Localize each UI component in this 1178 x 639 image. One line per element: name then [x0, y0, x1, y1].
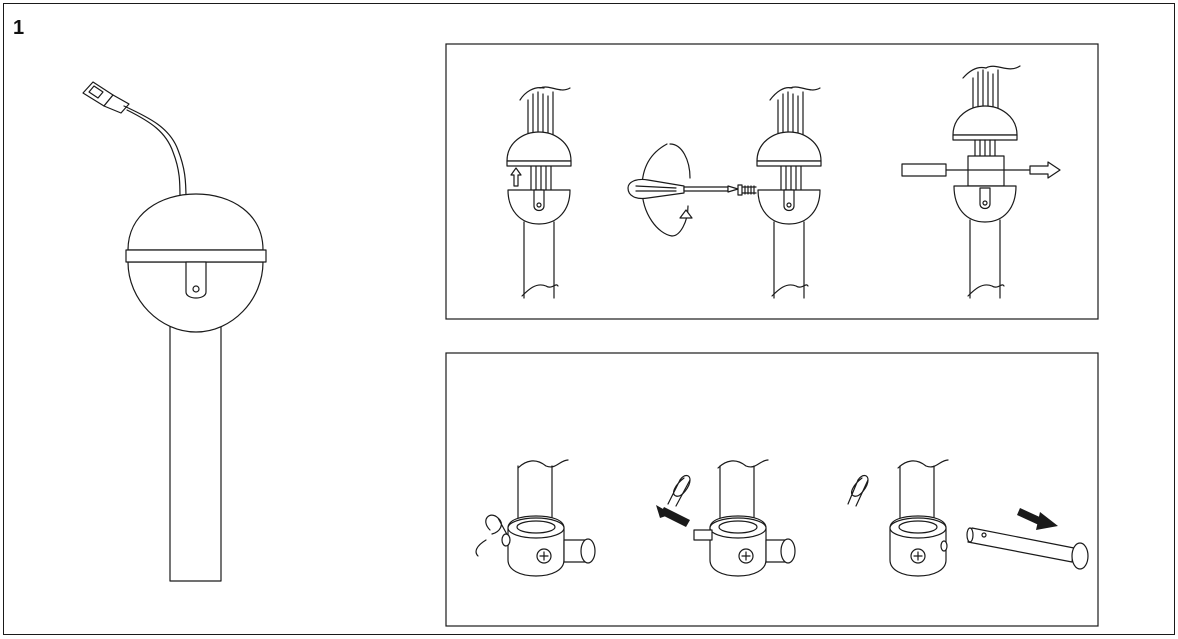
remove-clip-icon	[656, 459, 796, 577]
cable-connector-icon	[82, 81, 130, 114]
panel-bottom	[445, 352, 1099, 627]
step-number: 1	[13, 17, 25, 39]
lift-cap-icon	[506, 86, 572, 299]
pin-with-clip-icon	[475, 459, 596, 577]
lamp-assembly-icon	[82, 81, 267, 582]
instruction-frame	[3, 3, 1175, 635]
push-out-rod-icon	[901, 65, 1061, 299]
cap-with-screw-icon	[756, 86, 822, 299]
post-tube	[169, 319, 222, 582]
pull-pin-icon	[847, 459, 1089, 577]
rotate-and-unscrew-icon	[627, 143, 757, 237]
dome-cap	[127, 193, 264, 251]
cap-rim	[125, 249, 267, 263]
